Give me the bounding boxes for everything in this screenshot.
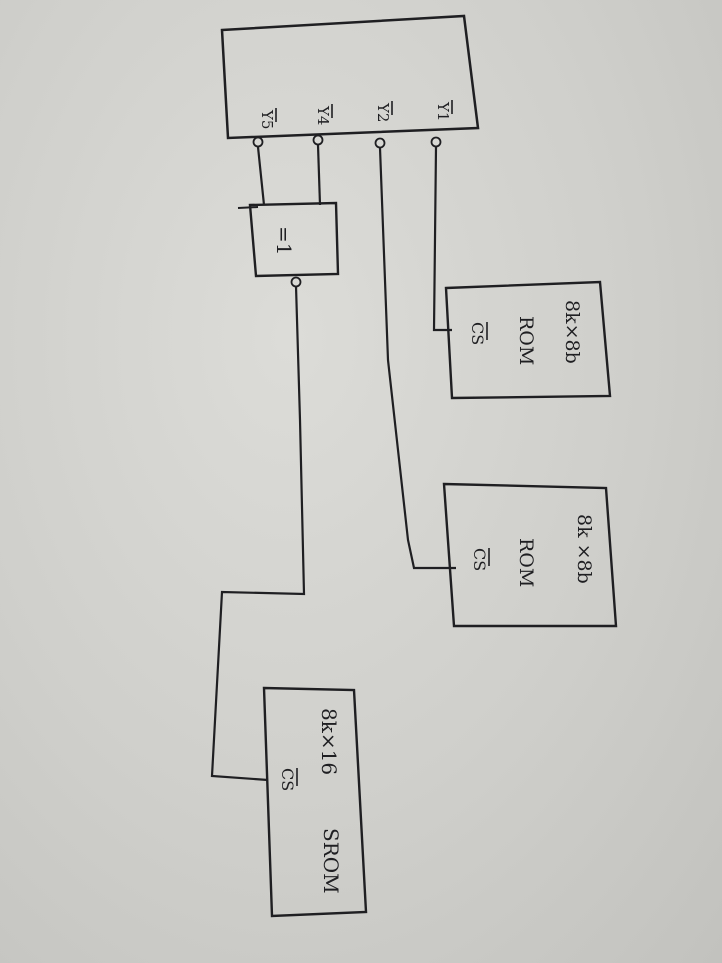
chip-srom-type: SROM bbox=[319, 828, 343, 894]
svg-text:CS: CS bbox=[278, 768, 297, 791]
bubble-y2 bbox=[374, 137, 386, 149]
bubble-y4 bbox=[312, 134, 324, 146]
chip-rom-2: 8k ×8b ROM CS bbox=[442, 482, 618, 628]
svg-text:CS: CS bbox=[470, 548, 489, 571]
chip-rom-1-size: 8k×8b bbox=[561, 300, 583, 364]
svg-text:Y4: Y4 bbox=[314, 105, 332, 125]
svg-text:Y1: Y1 bbox=[434, 101, 452, 121]
chip-srom-cs: CS bbox=[278, 768, 298, 791]
decoder-output-y2: Y2 bbox=[374, 101, 393, 122]
chip-rom-1-type: ROM bbox=[515, 316, 537, 365]
chip-srom: 8k×16 SROM CS bbox=[262, 686, 368, 918]
bubble-y1 bbox=[430, 136, 442, 148]
svg-text:Y2: Y2 bbox=[374, 102, 392, 122]
svg-text:CS: CS bbox=[468, 322, 487, 345]
chip-srom-size: 8k×16 bbox=[317, 708, 341, 775]
chip-rom-2-cs: CS bbox=[470, 548, 490, 571]
wire-y2-rom2 bbox=[378, 147, 456, 570]
chip-rom-1-cs: CS bbox=[468, 322, 488, 345]
wires bbox=[210, 144, 456, 782]
wire-y1-rom1 bbox=[432, 146, 452, 332]
gate-output-bubble bbox=[290, 276, 302, 288]
bubble-y5 bbox=[252, 136, 264, 148]
wire-gate-srom bbox=[210, 285, 306, 782]
svg-text:=1: =1 bbox=[272, 226, 296, 255]
xor-gate: =1 bbox=[237, 201, 340, 288]
decoder-output-y5: Y5 bbox=[258, 108, 277, 129]
decoder-output-y4: Y4 bbox=[314, 104, 333, 125]
chip-rom-1: 8k×8b ROM CS bbox=[444, 280, 612, 400]
chip-rom-2-type: ROM bbox=[515, 538, 537, 587]
wire-y5-gate bbox=[256, 146, 266, 206]
svg-text:Y5: Y5 bbox=[258, 109, 276, 129]
gate-label: =1 bbox=[272, 226, 296, 255]
chip-rom-2-size: 8k ×8b bbox=[573, 514, 595, 584]
decoder-output-y1: Y1 bbox=[434, 100, 453, 121]
decoder-block: Y1 Y2 Y4 Y5 bbox=[220, 14, 480, 149]
wire-y4-gate bbox=[316, 144, 322, 206]
